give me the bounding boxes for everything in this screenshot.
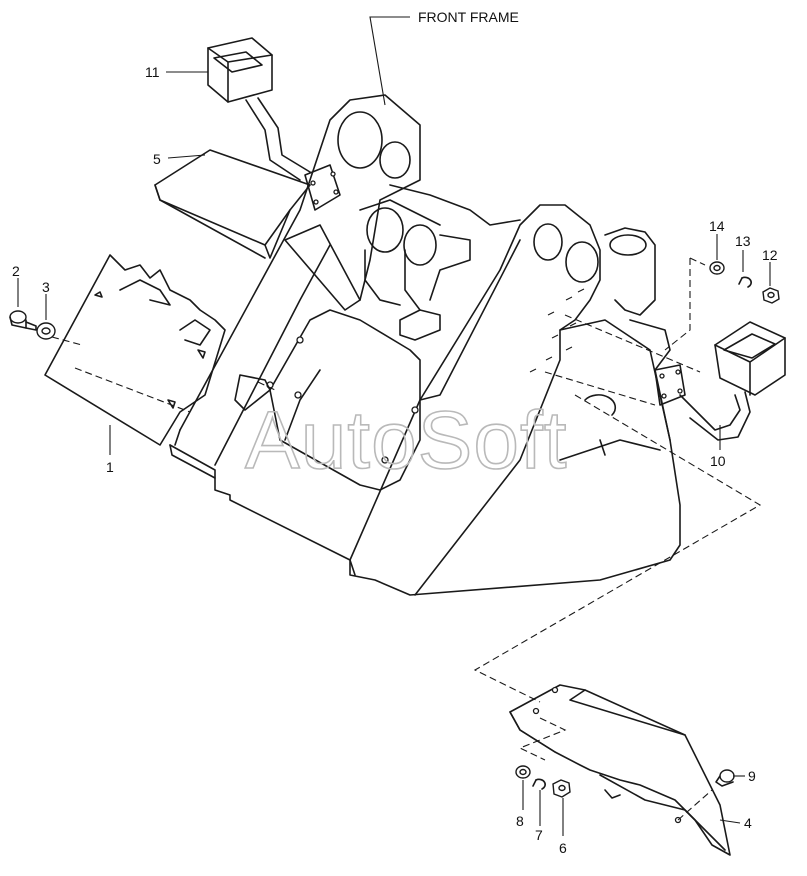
part-number-3: 3 <box>42 279 50 295</box>
part-number-13: 13 <box>735 233 751 249</box>
assembly-lines <box>51 257 762 821</box>
part-5-plate <box>154 149 311 259</box>
part-number-6: 6 <box>559 840 567 856</box>
part-number-14: 14 <box>709 218 725 234</box>
part-number-7: 7 <box>535 827 543 843</box>
part-number-10: 10 <box>710 453 726 469</box>
watermark: AutoSoft <box>245 395 568 486</box>
part-3-washer <box>36 322 56 340</box>
part-number-11: 11 <box>145 64 160 80</box>
front-frame <box>169 94 681 596</box>
part-8-washer <box>515 765 531 779</box>
part-number-8: 8 <box>516 813 524 829</box>
leader-lines <box>17 16 771 836</box>
bolt-stubs <box>529 288 585 373</box>
part-11-bracket <box>207 37 341 211</box>
part-10-bracket <box>654 321 786 441</box>
part-number-4: 4 <box>744 815 752 831</box>
part-6-nut <box>552 779 571 798</box>
part-9-bolt <box>715 769 735 787</box>
part-number-5: 5 <box>153 151 161 167</box>
part-1-cover <box>44 254 226 446</box>
part-7-lock-washer <box>532 778 546 790</box>
part-number-1: 1 <box>106 459 114 475</box>
part-number-2: 2 <box>12 263 20 279</box>
part-12-nut <box>762 287 780 304</box>
part-number-12: 12 <box>762 247 778 263</box>
part-14-washer <box>709 261 725 275</box>
part-4-guard <box>509 684 731 856</box>
front-frame-callout: FRONT FRAME <box>418 9 519 25</box>
part-number-9: 9 <box>748 768 756 784</box>
part-13-lock-washer <box>738 276 752 288</box>
part-2-bolt <box>9 310 37 331</box>
